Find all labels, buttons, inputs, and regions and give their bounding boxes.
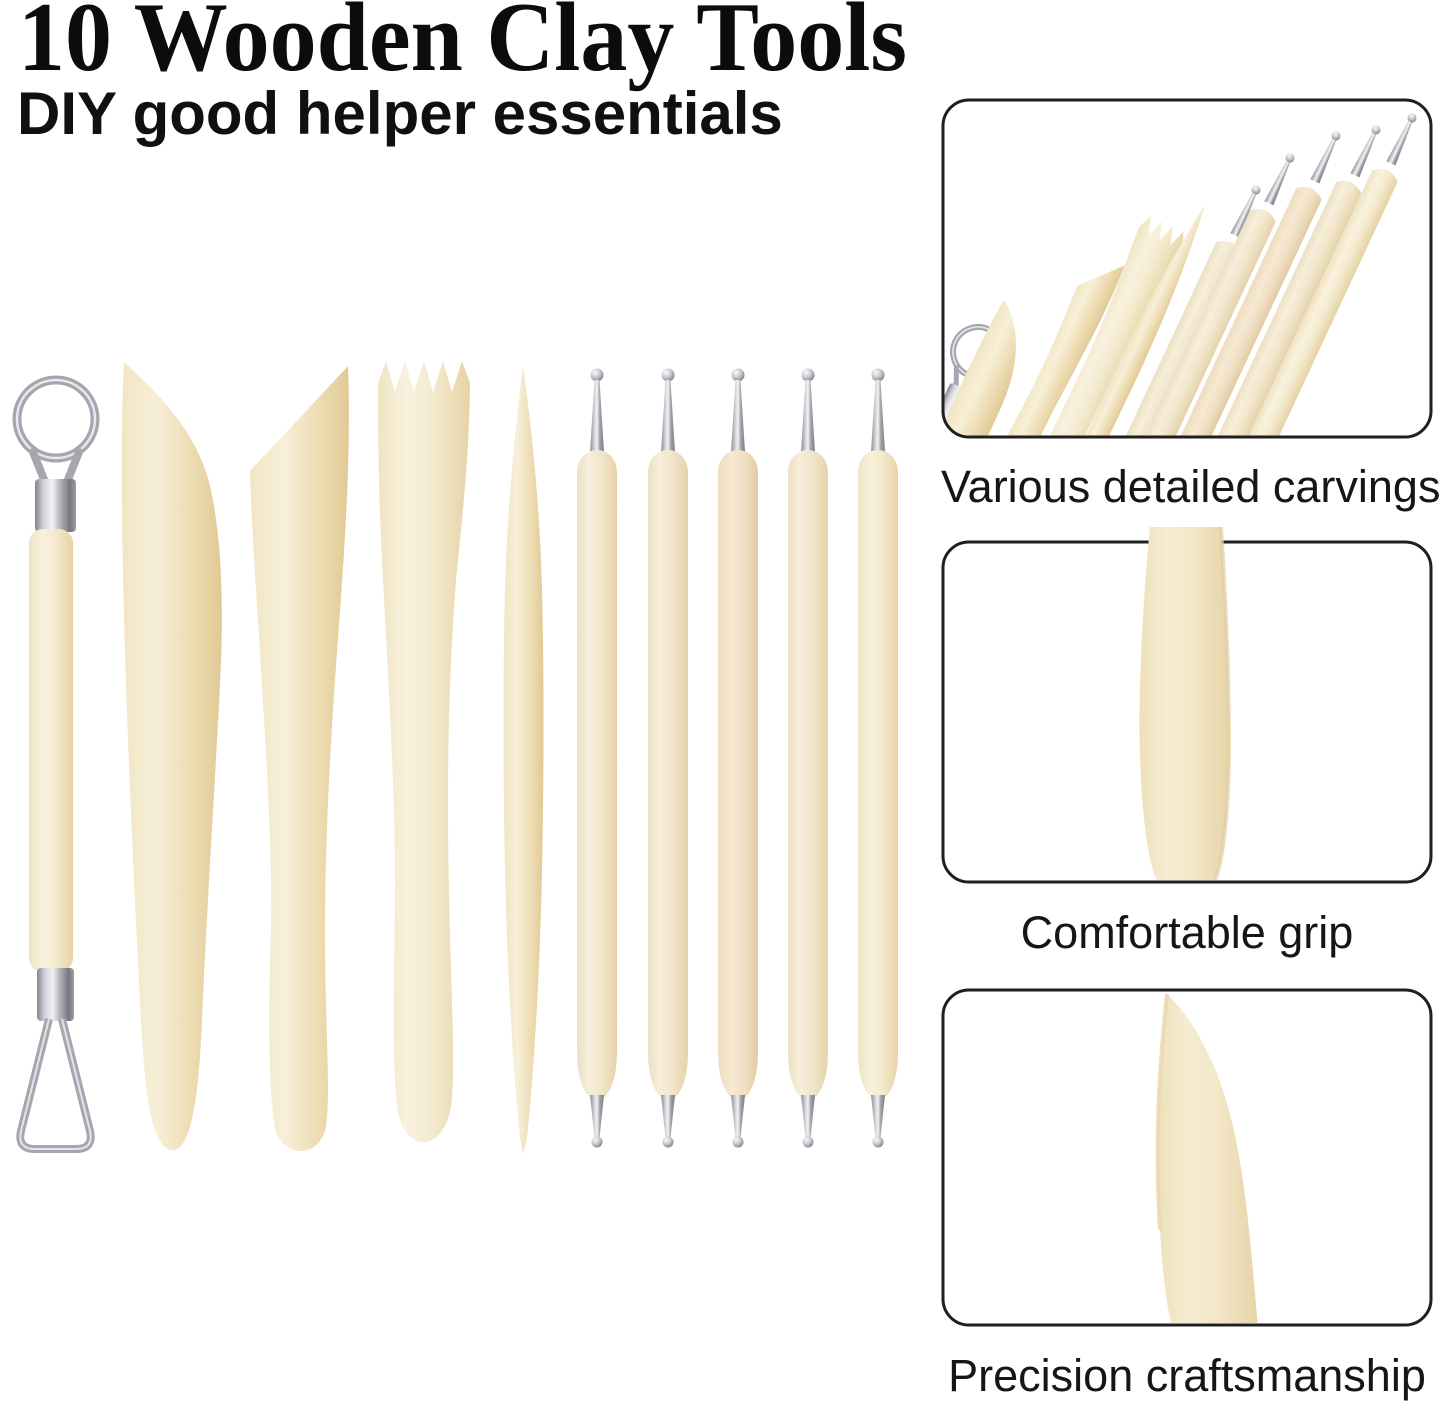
page-subtitle: DIY good helper essentials <box>17 80 783 147</box>
feature-caption-2: Comfortable grip <box>1020 907 1354 958</box>
serrated-comb-tool <box>378 361 470 1143</box>
knife-shaping-tool <box>121 362 222 1151</box>
feature-panel-2 <box>941 526 1433 884</box>
feature-caption-1: Various detailed carvings <box>941 461 1440 512</box>
fanned-tool-tips-photo <box>944 113 1417 436</box>
handle-closeup-photo <box>1139 526 1232 881</box>
page-title: 10 Wooden Clay Tools <box>18 0 907 93</box>
ball-stylus-tool-1 <box>577 368 617 1148</box>
feature-frame-3 <box>941 988 1433 1327</box>
feature-panel-3 <box>941 988 1433 1327</box>
blade-closeup-photo <box>1155 993 1258 1323</box>
feature-frame-1 <box>941 98 1433 439</box>
ball-stylus-tool-4 <box>788 368 828 1148</box>
ball-stylus-tool-3 <box>718 368 758 1148</box>
feature-caption-3: Precision craftsmanship <box>948 1350 1426 1401</box>
clay-tools-set <box>12 361 898 1154</box>
tapered-point-tool <box>503 366 544 1154</box>
ball-stylus-tool-5 <box>858 368 898 1148</box>
ball-stylus-tool-2 <box>648 368 688 1148</box>
angled-chisel-tool <box>250 366 349 1152</box>
feature-panel-1 <box>941 98 1433 439</box>
wire-loop-tool <box>12 375 100 1153</box>
